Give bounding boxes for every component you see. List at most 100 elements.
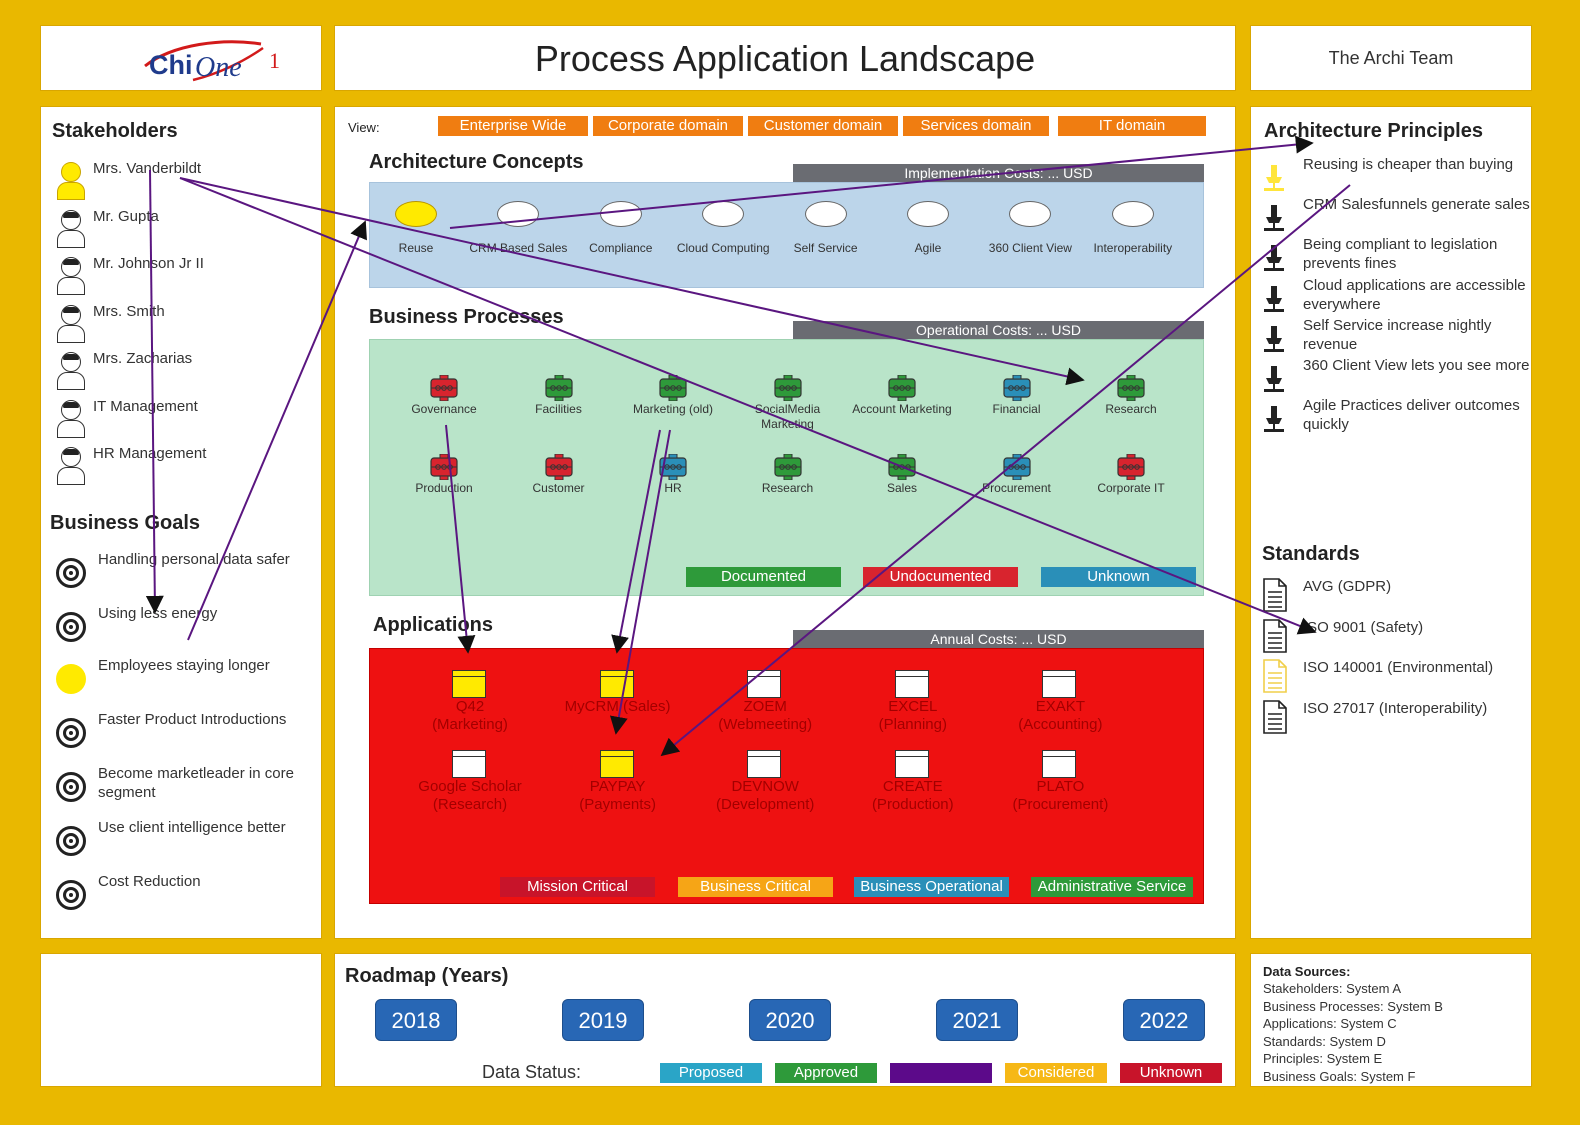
year-button[interactable]: 2022 <box>1123 999 1205 1041</box>
target-icon <box>56 772 86 802</box>
concept-item[interactable]: Self Service <box>776 201 876 261</box>
data-status-item: Unknown <box>1120 1063 1222 1083</box>
stakeholder-name[interactable]: IT Management <box>93 397 198 415</box>
view-tab[interactable]: IT domain <box>1058 116 1206 136</box>
team-panel: The Archi Team <box>1250 25 1532 91</box>
stakeholder-name[interactable]: Mr. Gupta <box>93 207 159 225</box>
year-button[interactable]: 2018 <box>375 999 457 1041</box>
process-label: Sales <box>886 481 918 495</box>
process-item[interactable]: Customer <box>501 453 617 514</box>
process-icon <box>428 453 460 481</box>
principle-text[interactable]: Agile Practices deliver outcomes quickly <box>1303 397 1520 434</box>
principle-text[interactable]: Self Service increase nightly revenue <box>1303 316 1492 353</box>
process-item[interactable]: Marketing (old) <box>615 374 731 435</box>
concept-item[interactable]: Interoperability <box>1083 201 1183 261</box>
application-item[interactable]: CREATE(Production) <box>843 750 983 830</box>
application-item[interactable]: EXAKT(Accounting) <box>990 670 1130 750</box>
stakeholder-name[interactable]: Mrs. Zacharias <box>93 350 193 367</box>
year-button[interactable]: 2020 <box>749 999 831 1041</box>
application-window-icon <box>894 670 929 698</box>
stakeholder-name[interactable]: HR Management <box>93 445 207 462</box>
process-item[interactable]: Research <box>730 453 846 514</box>
pin-icon <box>1262 324 1286 354</box>
application-item[interactable]: EXCEL(Planning) <box>843 670 983 750</box>
view-tab[interactable]: Services domain <box>903 116 1049 136</box>
process-item[interactable]: Procurement <box>959 453 1075 514</box>
application-item[interactable]: Q42(Marketing) <box>400 670 540 750</box>
bottom-left-panel <box>40 953 322 1087</box>
goal-text[interactable]: Employees staying longer <box>98 657 270 674</box>
standard-text[interactable]: ISO 27017 (Interoperability) <box>1303 699 1488 717</box>
application-item[interactable]: Google Scholar(Research) <box>400 750 540 830</box>
process-label: Customer <box>532 481 585 495</box>
concept-item[interactable]: Cloud Computing <box>673 201 773 261</box>
goal-text[interactable]: Become marketleader in core segment <box>98 765 294 801</box>
standard-text[interactable]: ISO 140001 (Environmental) <box>1303 659 1494 676</box>
view-tab[interactable]: Corporate domain <box>593 116 743 136</box>
concept-item[interactable]: Reuse <box>366 201 466 261</box>
standard-text[interactable]: AVG (GDPR) <box>1303 578 1392 595</box>
principle-text[interactable]: Being compliant to legislation prevents … <box>1303 236 1498 273</box>
process-label: Procurement <box>982 481 1051 495</box>
application-item[interactable]: DEVNOW(Development) <box>695 750 835 830</box>
principle-text[interactable]: CRM Salesfunnels generate sales <box>1303 196 1530 214</box>
process-item[interactable]: Sales <box>844 453 960 514</box>
process-icon <box>428 374 460 402</box>
view-tab[interactable]: Customer domain <box>748 116 898 136</box>
process-item[interactable]: HR <box>615 453 731 514</box>
goal-text[interactable]: Use client intelligence better <box>98 819 286 836</box>
process-item[interactable]: Account Marketing <box>844 374 960 435</box>
document-icon <box>1262 659 1288 693</box>
application-label: EXAKT(Accounting) <box>990 698 1130 734</box>
concept-item[interactable]: CRM Based Sales <box>468 201 568 261</box>
data-status-item <box>890 1063 992 1083</box>
application-name: DEVNOW <box>731 778 799 795</box>
pin-icon <box>1262 163 1286 193</box>
year-button[interactable]: 2019 <box>562 999 644 1041</box>
concept-item[interactable]: 360 Client View <box>980 201 1080 261</box>
goal-text[interactable]: Cost Reduction <box>98 873 201 890</box>
application-item[interactable]: MyCRM (Sales) <box>548 670 688 750</box>
process-item[interactable]: Facilities <box>501 374 617 435</box>
process-item[interactable]: Research <box>1073 374 1189 435</box>
goal-text[interactable]: Handling personal data safer <box>98 551 290 568</box>
process-legend-item: Undocumented <box>863 567 1018 587</box>
application-legend-item: Mission Critical <box>500 877 655 897</box>
process-item[interactable]: Corporate IT <box>1073 453 1189 514</box>
process-item[interactable]: Production <box>386 453 502 514</box>
application-item[interactable]: ZOEM(Webmeeting) <box>695 670 835 750</box>
annual-costs-bar: Annual Costs: ... USD <box>793 630 1204 648</box>
concept-item[interactable]: Agile <box>878 201 978 261</box>
process-item[interactable]: SocialMedia Marketing <box>730 374 846 435</box>
goal-text[interactable]: Faster Product Introductions <box>98 711 287 728</box>
stakeholder-name[interactable]: Mrs. Smith <box>93 302 165 320</box>
target-icon <box>56 826 86 856</box>
application-name: PAYPAY <box>589 778 646 795</box>
process-icon <box>657 453 689 481</box>
application-item[interactable]: PLATO(Procurement) <box>990 750 1130 830</box>
stakeholder-name[interactable]: Mr. Johnson Jr II <box>93 255 204 272</box>
standard-text[interactable]: ISO 9001 (Safety) <box>1303 618 1424 636</box>
concept-oval-icon <box>907 201 949 227</box>
concept-label: Compliance <box>589 241 653 255</box>
concept-item[interactable]: Compliance <box>571 201 671 261</box>
process-item[interactable]: Financial <box>959 374 1075 435</box>
application-item[interactable]: PAYPAY(Payments) <box>548 750 688 830</box>
process-label: Research <box>761 481 814 495</box>
process-item[interactable]: Governance <box>386 374 502 435</box>
application-window-icon <box>599 670 634 698</box>
goal-text[interactable]: Using less energy <box>98 605 218 622</box>
process-icon <box>772 374 804 402</box>
pin-icon <box>1262 243 1286 273</box>
application-window-icon <box>1042 750 1077 778</box>
principle-text[interactable]: Reusing is cheaper than buying <box>1303 156 1514 173</box>
principle-text[interactable]: Cloud applications are accessible everyw… <box>1303 276 1526 313</box>
application-label: EXCEL(Planning) <box>843 698 983 734</box>
view-tab[interactable]: Enterprise Wide <box>438 116 588 136</box>
stakeholder-name[interactable]: Mrs. Vanderbildt <box>93 160 202 177</box>
page-title: Process Application Landscape <box>534 38 1036 79</box>
application-subtitle: (Research) <box>432 796 508 813</box>
year-button[interactable]: 2021 <box>936 999 1018 1041</box>
application-subtitle: (Production) <box>871 796 954 813</box>
principle-text[interactable]: 360 Client View lets you see more <box>1303 357 1530 374</box>
